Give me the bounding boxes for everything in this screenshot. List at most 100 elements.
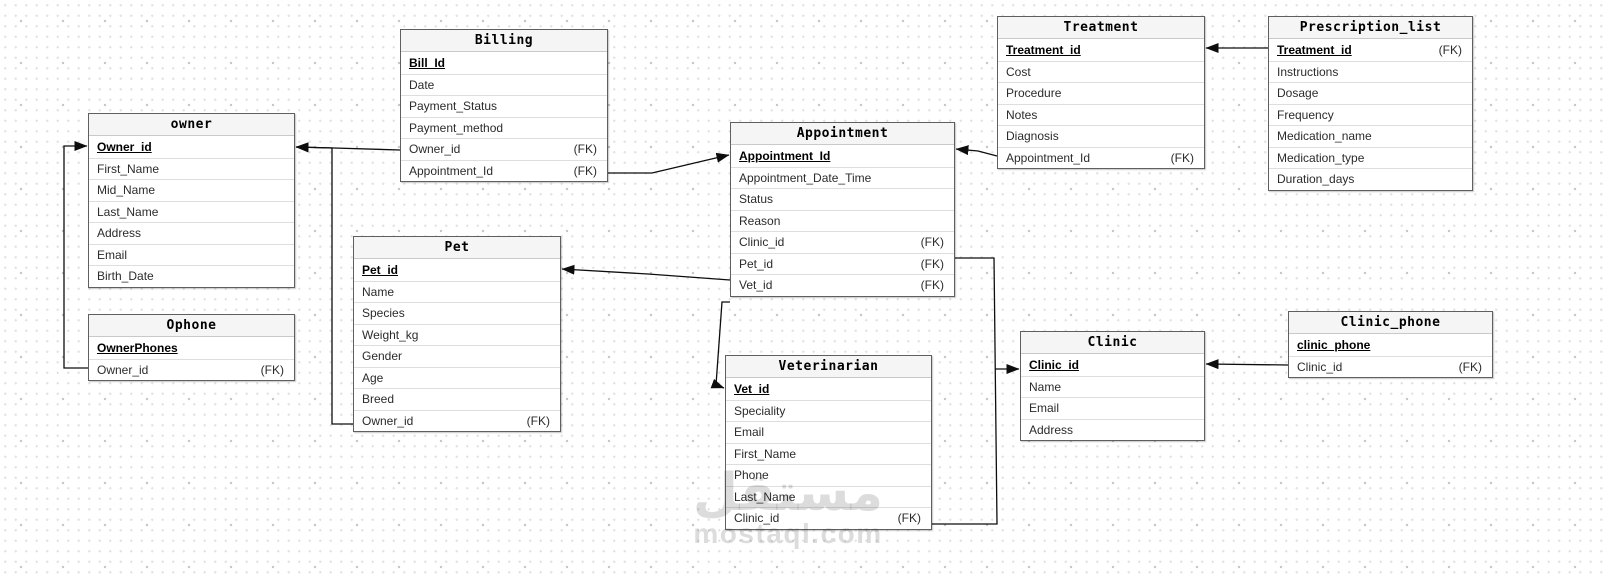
field-name: Clinic_id (739, 235, 785, 250)
field-row-treatment-appointment_id[interactable]: Appointment_Id (FK) (998, 146, 1204, 168)
field-row-pet-gender[interactable]: Gender (354, 345, 560, 367)
field-name: Owner_id (97, 139, 152, 154)
field-row-appointment-status[interactable]: Status (731, 188, 954, 210)
field-name: Treatment_id (1277, 42, 1352, 57)
field-row-veterinarian-clinic_id[interactable]: Clinic_id(FK) (726, 507, 931, 529)
fk-badge: (FK) (1170, 150, 1194, 165)
field-row-owner-email[interactable]: Email (89, 243, 294, 265)
field-row-veterinarian-email[interactable]: Email (726, 421, 931, 443)
field-row-pet-owner_id[interactable]: Owner_id(FK) (354, 409, 560, 431)
field-row-prescription_list-dosage[interactable]: Dosage (1269, 82, 1472, 104)
field-row-prescription_list-instructions[interactable]: Instructions (1269, 60, 1472, 82)
connector-billing-to-appointment[interactable] (608, 152, 730, 174)
field-row-appointment-clinic_id[interactable]: Clinic_id(FK) (731, 231, 954, 253)
field-row-billing-bill_id[interactable]: Bill_Id (401, 52, 607, 74)
field-row-clinic-email[interactable]: Email (1021, 397, 1204, 419)
field-row-veterinarian-first_name[interactable]: First_Name (726, 442, 931, 464)
table-title-billing: Billing (401, 30, 607, 52)
field-row-clinic-address[interactable]: Address (1021, 418, 1204, 440)
fk-badge: (FK) (260, 362, 284, 377)
field-name: Email (734, 425, 765, 440)
field-row-billing-appointment_id[interactable]: Appointment_Id(FK) (401, 159, 607, 181)
field-row-treatment-procedure[interactable]: Procedure (998, 82, 1204, 104)
table-title-clinic: Clinic (1021, 332, 1204, 354)
field-row-appointment-vet_id[interactable]: Vet_id(FK) (731, 274, 954, 296)
field-row-billing-date[interactable]: Date (401, 73, 607, 95)
field-name: Gender (362, 349, 403, 364)
field-name: Last_Name (734, 489, 796, 504)
field-row-pet-pet_id[interactable]: Pet_id (354, 259, 560, 281)
field-row-ophone-owner_id[interactable]: Owner_id(FK) (89, 358, 294, 380)
field-name: Speciality (734, 403, 786, 418)
field-row-appointment-pet_id[interactable]: Pet_id(FK) (731, 252, 954, 274)
field-row-owner-first_name[interactable]: First_Name (89, 157, 294, 179)
field-row-billing-owner_id[interactable]: Owner_id(FK) (401, 138, 607, 160)
field-row-prescription_list-frequency[interactable]: Frequency (1269, 103, 1472, 125)
field-row-prescription_list-treatment_id[interactable]: Treatment_id(FK) (1269, 39, 1472, 61)
field-row-owner-birth_date[interactable]: Birth_Date (89, 265, 294, 287)
field-name: Diagnosis (1006, 129, 1059, 144)
field-name: OwnerPhones (97, 340, 178, 355)
field-row-veterinarian-phone[interactable]: Phone (726, 464, 931, 486)
field-name: Birth_Date (97, 269, 154, 284)
field-row-treatment-cost[interactable]: Cost (998, 60, 1204, 82)
field-row-treatment-treatment_id[interactable]: Treatment_id (998, 39, 1204, 61)
field-row-appointment-reason[interactable]: Reason (731, 209, 954, 231)
field-row-pet-age[interactable]: Age (354, 366, 560, 388)
field-row-prescription_list-medication_type[interactable]: Medication_type (1269, 146, 1472, 168)
field-row-owner-last_name[interactable]: Last_Name (89, 200, 294, 222)
field-row-owner-mid_name[interactable]: Mid_Name (89, 179, 294, 201)
connector-pet-to-owner[interactable] (295, 142, 353, 425)
field-row-prescription_list-duration_days[interactable]: Duration_days (1269, 168, 1472, 190)
field-row-clinic_phone-clinic_phone[interactable]: clinic_phone (1289, 334, 1492, 356)
field-row-pet-breed[interactable]: Breed (354, 388, 560, 410)
field-row-clinic_phone-clinic_id[interactable]: Clinic_id(FK) (1289, 355, 1492, 377)
field-row-treatment-notes[interactable]: Notes (998, 103, 1204, 125)
connector-treatment-to-appointment[interactable] (955, 145, 998, 157)
connector-appointment-to-pet[interactable] (561, 264, 731, 281)
connector-clinicphone-to-clinic[interactable] (1205, 359, 1289, 370)
field-row-owner-address[interactable]: Address (89, 222, 294, 244)
fk-badge: (FK) (526, 413, 550, 428)
field-row-billing-payment_method[interactable]: Payment_method (401, 116, 607, 138)
field-row-veterinarian-vet_id[interactable]: Vet_id (726, 378, 931, 400)
field-row-billing-payment_status[interactable]: Payment_Status (401, 95, 607, 117)
connector-appointment-veterinarian-clinic-trunk[interactable] (932, 257, 998, 525)
field-row-prescription_list-medication_name[interactable]: Medication_name (1269, 125, 1472, 147)
field-row-pet-weight_kg[interactable]: Weight_kg (354, 323, 560, 345)
field-name: Email (97, 247, 128, 262)
field-name: Name (362, 284, 395, 299)
field-name: Appointment_Id (1006, 150, 1091, 165)
field-name: Duration_days (1277, 172, 1355, 187)
field-name: Date (409, 77, 435, 92)
field-row-veterinarian-speciality[interactable]: Speciality (726, 399, 931, 421)
field-row-appointment-appointment_id[interactable]: Appointment_Id (731, 145, 954, 167)
field-row-clinic-clinic_id[interactable]: Clinic_id (1021, 354, 1204, 376)
field-row-treatment-diagnosis[interactable]: Diagnosis (998, 125, 1204, 147)
connector-ophone-to-owner[interactable] (63, 141, 88, 369)
field-name: Clinic_id (734, 511, 780, 526)
field-row-owner-owner_id[interactable]: Owner_id (89, 136, 294, 158)
table-title-veterinarian: Veterinarian (726, 356, 931, 378)
field-name: First_Name (97, 161, 160, 176)
connector-billing-to-owner[interactable] (295, 142, 401, 153)
field-row-clinic-name[interactable]: Name (1021, 375, 1204, 397)
field-row-pet-name[interactable]: Name (354, 280, 560, 302)
field-row-veterinarian-last_name[interactable]: Last_Name (726, 485, 931, 507)
field-name: Mid_Name (97, 183, 156, 198)
field-row-ophone-ownerphones[interactable]: OwnerPhones (89, 337, 294, 359)
field-row-appointment-appointment_date_time[interactable]: Appointment_Date_Time (731, 166, 954, 188)
table-title-appointment: Appointment (731, 123, 954, 145)
field-row-pet-species[interactable]: Species (354, 302, 560, 324)
